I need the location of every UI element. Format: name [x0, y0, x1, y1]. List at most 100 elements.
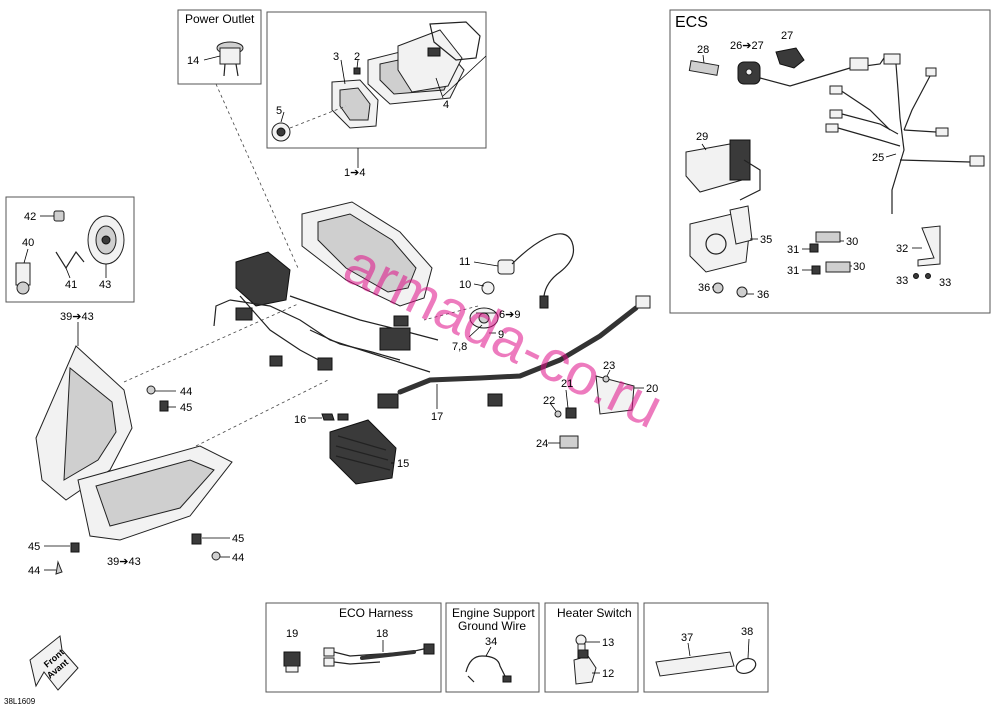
headlight-bulb-part [15, 262, 31, 295]
power-outlet-title: Power Outlet [185, 12, 255, 26]
callout-25: 25 [872, 152, 884, 164]
harness-connector-c [379, 327, 411, 351]
callout-44-top: 44 [180, 386, 192, 398]
callout-17: 17 [431, 411, 443, 423]
gauge-gasket-part [429, 21, 481, 61]
callout-38: 38 [741, 626, 753, 638]
callout-42: 42 [24, 211, 36, 223]
callout-11: 11 [459, 256, 470, 268]
drawing-code: 38L1609 [4, 697, 36, 706]
engine-support-box [445, 602, 540, 693]
bulb-clip-part [55, 250, 85, 270]
relay-block-part [235, 251, 291, 307]
callout-4: 4 [443, 99, 449, 111]
ring-38 [735, 657, 757, 675]
headlight-bulb-box [5, 196, 135, 303]
harness-connector-d [393, 315, 409, 327]
ecs-clip-30b [825, 261, 851, 273]
callout-36-left: 36 [698, 282, 710, 294]
heater-switch-box [544, 602, 639, 693]
callout-28: 28 [697, 44, 709, 56]
heater-switch-title: Heater Switch [557, 606, 632, 620]
callout-35: 35 [760, 234, 772, 246]
callout-24: 24 [536, 438, 548, 450]
callout-9: 9 [498, 329, 504, 341]
ecs-cover-27 [775, 47, 805, 69]
ecs-nut-31a [809, 243, 819, 253]
ecs-nut-31b [811, 265, 821, 275]
engine-support-title-line1: Engine Support [452, 606, 535, 620]
headlight-lower-part [77, 445, 233, 541]
callout-31-bottom: 31 [787, 265, 799, 277]
callout-27: 27 [781, 30, 793, 42]
callout-39-43-bottom: 39➔43 [107, 556, 141, 568]
ecs-bracket-28 [688, 60, 720, 76]
parts-37-38-box [643, 602, 769, 693]
ecs-box [669, 9, 991, 314]
eco-harness-18 [323, 643, 435, 667]
screw-44-left-part [55, 560, 63, 575]
power-outlet-box [177, 9, 262, 85]
callout-1-4: 1➔4 [344, 167, 365, 179]
ground-wire-34 [465, 655, 512, 683]
clip-24-part [559, 435, 579, 449]
callout-29: 29 [696, 131, 708, 143]
gauge-box [266, 11, 487, 149]
harness-connector-g [269, 355, 283, 367]
harness-connector-e [377, 393, 399, 409]
eco-harness-title: ECO Harness [339, 606, 413, 620]
callout-45-top: 45 [180, 402, 192, 414]
harness-connector-a [235, 307, 253, 321]
callout-21: 21 [561, 378, 573, 390]
callout-2: 2 [354, 51, 360, 63]
callout-5: 5 [276, 105, 282, 117]
screw-23-part [602, 375, 610, 383]
callout-34: 34 [485, 636, 497, 648]
nut-21-part [565, 407, 577, 419]
callout-30-bottom: 30 [853, 261, 865, 273]
callout-19: 19 [286, 628, 298, 640]
callout-13: 13 [602, 637, 614, 649]
callout-45-left: 45 [28, 541, 40, 553]
power-outlet-part [216, 41, 244, 77]
callout-22: 22 [543, 395, 555, 407]
ecs-switch-26 [737, 61, 851, 87]
eco-switch-19 [283, 651, 301, 673]
heater-switch-12 [573, 649, 597, 685]
nut-16-part [321, 413, 335, 421]
callout-3: 3 [333, 51, 339, 63]
callout-30-top: 30 [846, 236, 858, 248]
ecs-clip-30a [815, 231, 841, 243]
callout-14: 14 [187, 55, 199, 67]
voltage-regulator-part [329, 419, 397, 485]
ecs-screw-33a [913, 273, 919, 279]
screw-44-part [146, 385, 156, 395]
callout-43: 43 [99, 279, 111, 291]
callout-41: 41 [65, 279, 77, 291]
engine-support-title-line2: Ground Wire [458, 619, 526, 633]
callout-31-top: 31 [787, 244, 799, 256]
ecs-bracket-32 [917, 225, 941, 267]
instrument-cluster-main-part [301, 201, 433, 307]
callout-44-right: 44 [232, 552, 244, 564]
harness-end-connector [635, 295, 651, 309]
ecs-screw-33b [925, 273, 931, 279]
ecs-screw-36b [736, 286, 748, 298]
clip-45-left-part [70, 542, 80, 553]
headlight-socket-part [87, 215, 125, 265]
clip-45-part [159, 400, 169, 412]
callout-36-right: 36 [757, 289, 769, 301]
callout-12: 12 [602, 668, 614, 680]
clip-45-right-part [191, 533, 202, 545]
callout-44-left: 44 [28, 565, 40, 577]
callout-6-9: 6➔9 [499, 309, 520, 321]
harness-connector-f [487, 393, 503, 407]
callout-18: 18 [376, 628, 388, 640]
gauge-knob-part [271, 122, 291, 142]
heater-knob-13 [575, 634, 587, 651]
screw-22-part [554, 410, 562, 418]
callout-20: 20 [646, 383, 658, 395]
callout-23: 23 [603, 360, 615, 372]
